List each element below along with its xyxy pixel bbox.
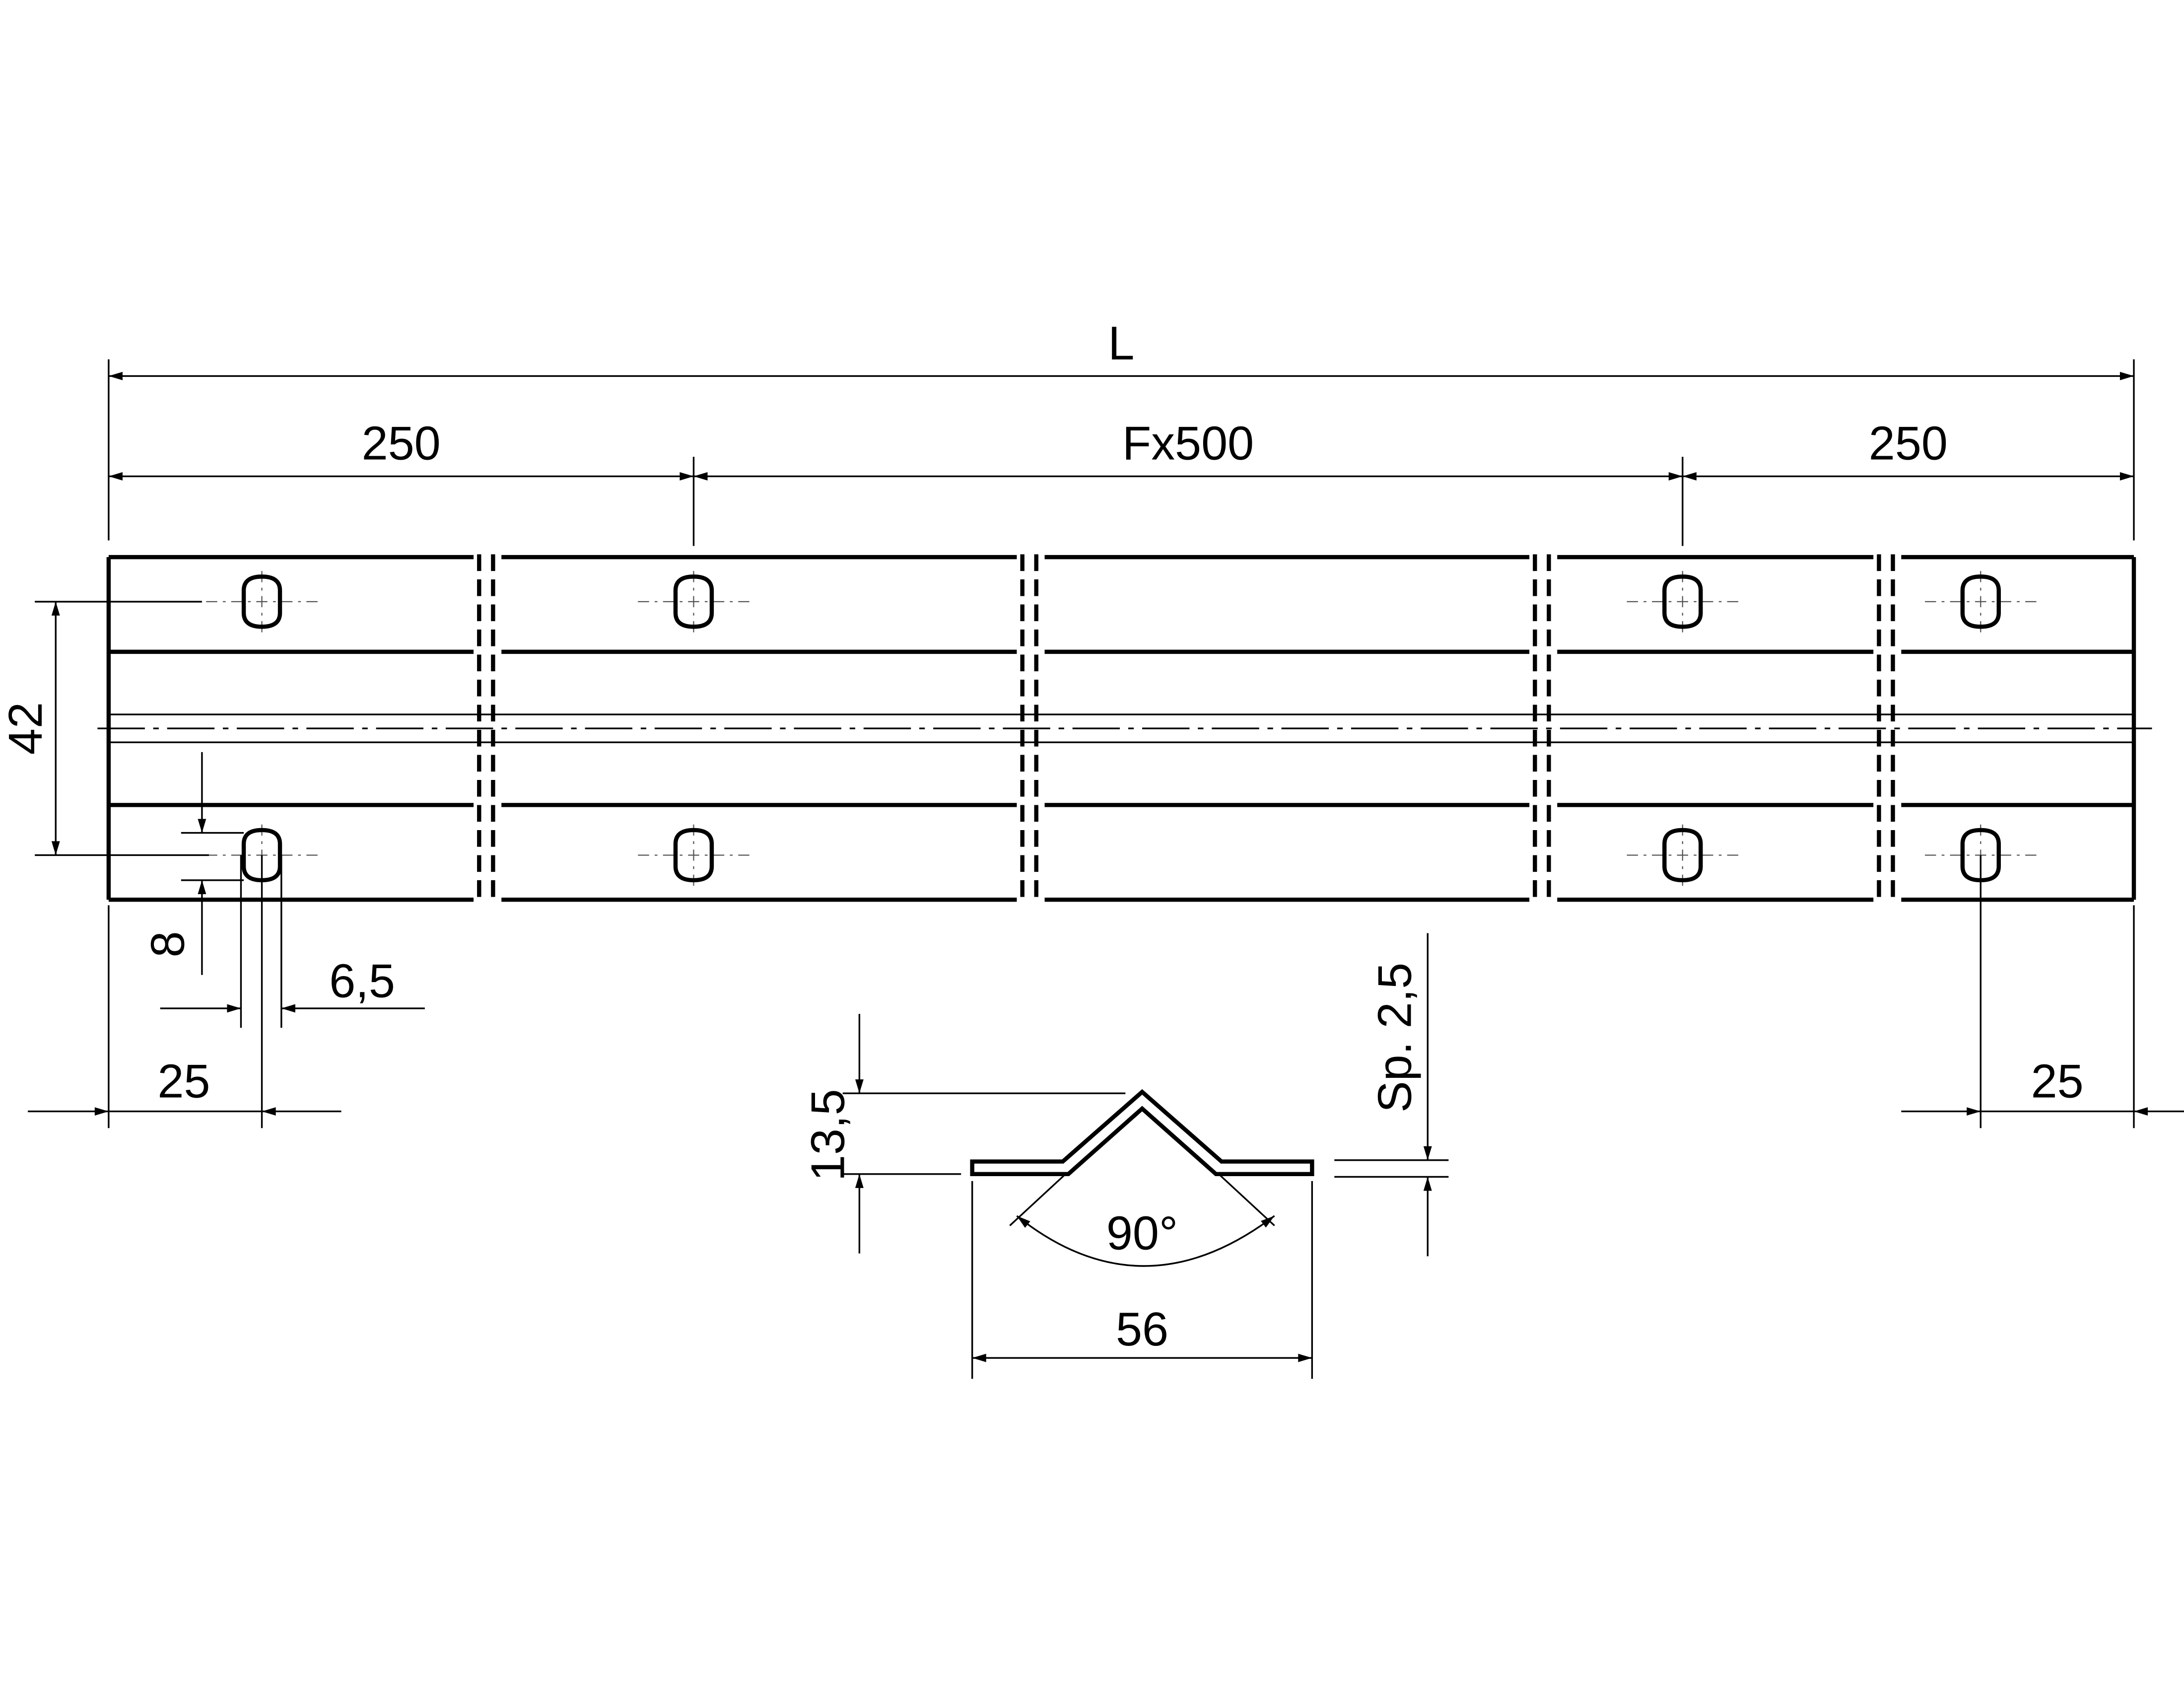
rail-edges <box>108 555 2134 902</box>
slot-holes <box>206 571 2037 886</box>
profile-shape <box>970 1089 1314 1177</box>
rail-top-view <box>97 554 2152 906</box>
profile-section: 13,5 90° 56 Sp. 2,5 <box>802 933 1449 1379</box>
dim-slot-width: 6,5 <box>329 955 395 1008</box>
dim-profile-angle: 90° <box>1106 1207 1178 1260</box>
dim-offset-right: 25 <box>2031 1055 2084 1108</box>
dim-end-right: 250 <box>1869 418 1948 470</box>
dim-offset-left: 25 <box>157 1055 210 1108</box>
dimensions: L 250 Fx500 250 42 8 6,5 25 25 <box>0 317 2184 1128</box>
dim-profile-width: 56 <box>1116 1303 1168 1356</box>
slot-hole <box>638 571 750 633</box>
slot-hole <box>1925 571 2037 633</box>
dim-hole-distance: 42 <box>0 702 52 755</box>
slot-hole <box>1627 824 1739 886</box>
dim-overall-length: L <box>1108 317 1134 370</box>
slot-hole <box>638 824 750 886</box>
slot-hole <box>206 571 318 633</box>
dim-profile-height: 13,5 <box>802 1089 854 1181</box>
dim-pitch: Fx500 <box>1122 418 1254 470</box>
dim-slot-length: 8 <box>141 931 194 957</box>
slot-hole <box>1627 571 1739 633</box>
break-lines <box>477 554 1895 906</box>
dim-thickness: Sp. 2,5 <box>1369 963 1422 1113</box>
dim-end-left: 250 <box>362 418 441 470</box>
